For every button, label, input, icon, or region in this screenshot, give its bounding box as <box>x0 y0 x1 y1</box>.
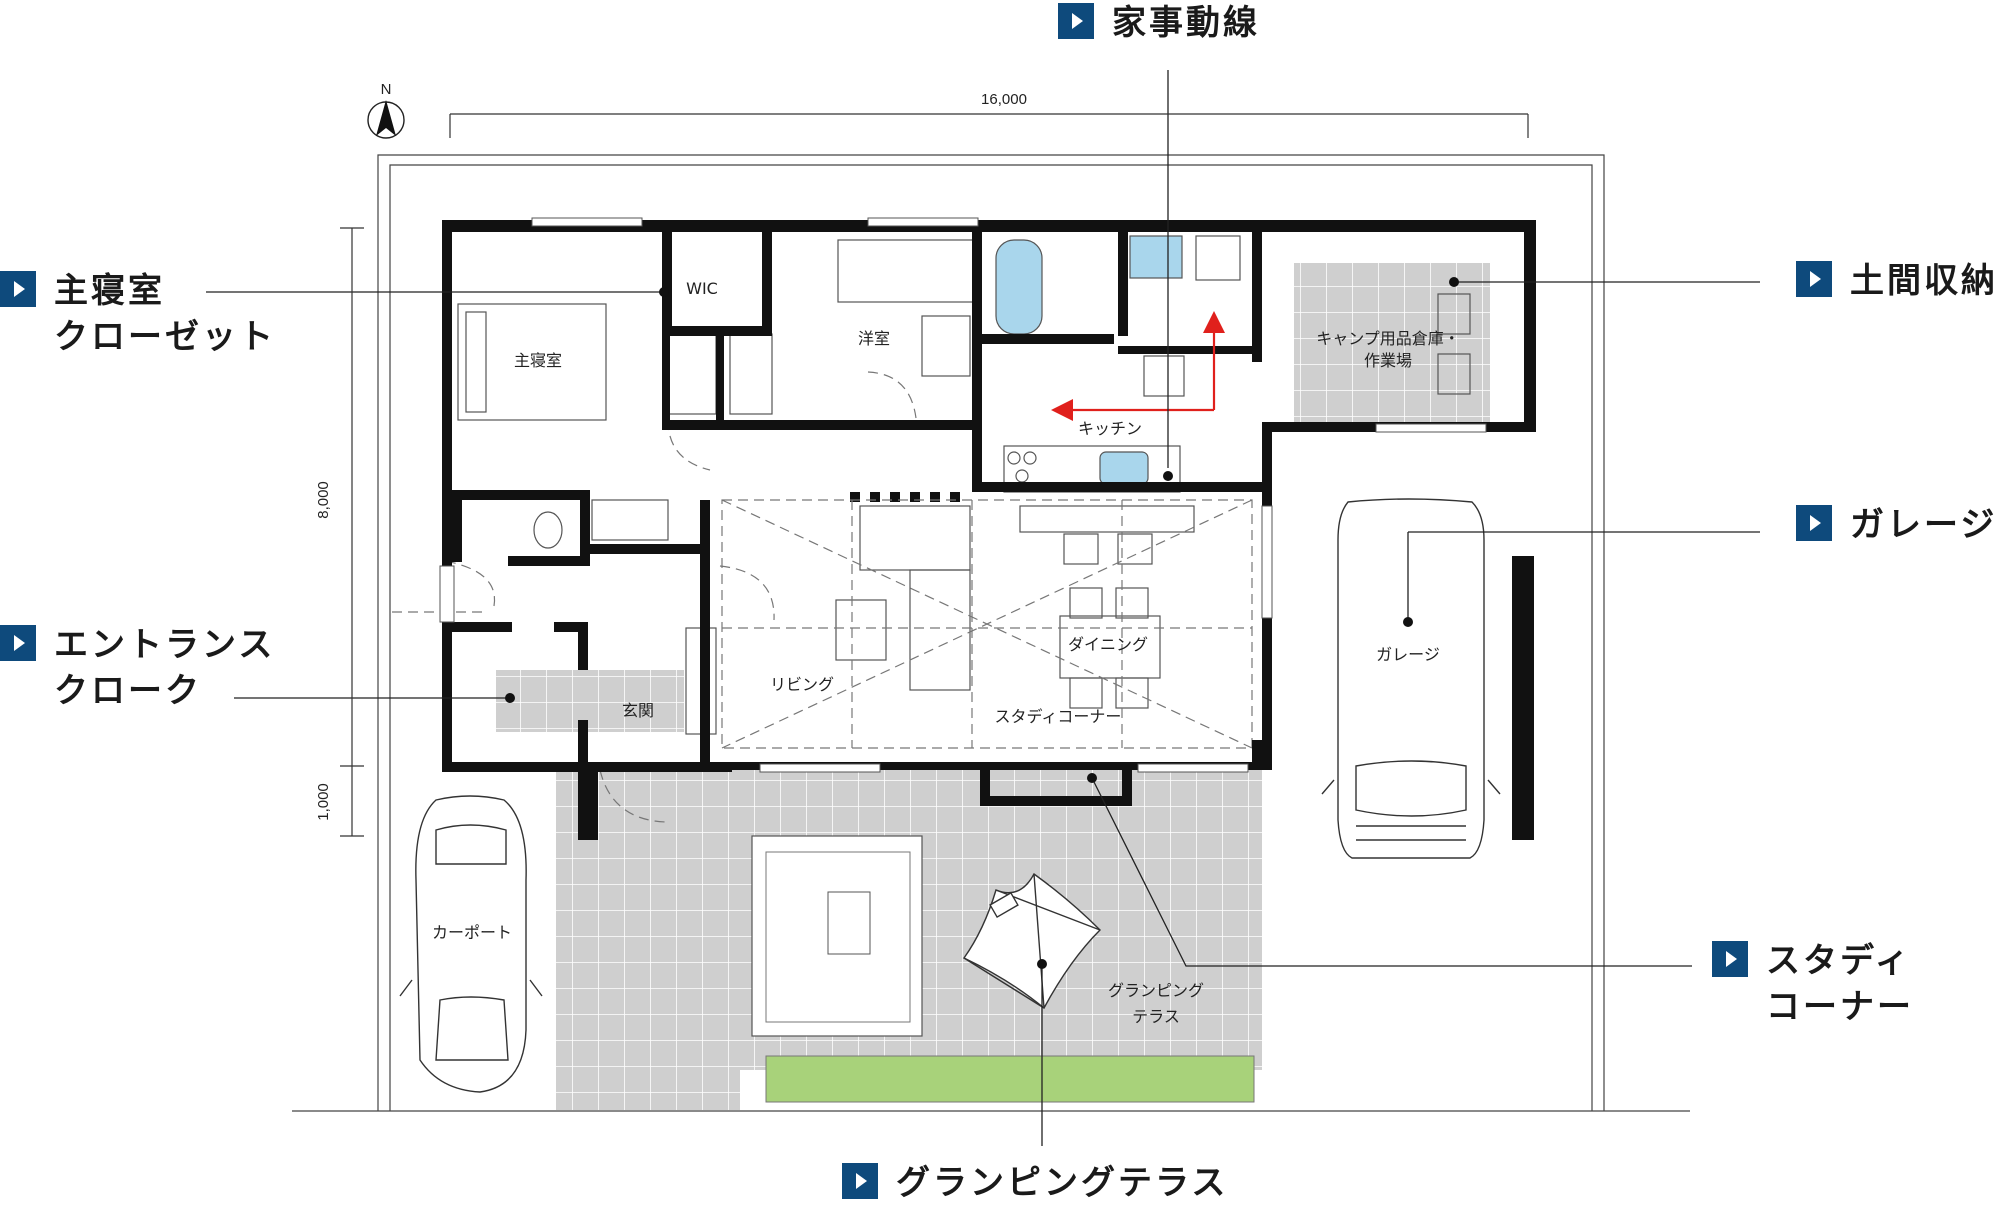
play-icon <box>0 271 36 307</box>
play-icon <box>1796 261 1832 297</box>
callout-housework-flow: 家事動線 <box>1058 0 1260 46</box>
entrance-tiles <box>496 670 684 732</box>
room-entrance: 玄関 <box>622 701 654 720</box>
callout-glamping-terrace-label: グランピングテラス <box>896 1163 1229 1203</box>
room-garage: ガレージ <box>1376 645 1440 664</box>
callout-entrance-cloak-label-1: エントランス <box>54 625 276 665</box>
play-icon <box>1058 3 1094 39</box>
svg-text:N: N <box>381 81 392 98</box>
callout-master-closet: 主寝室 クローゼット <box>0 268 276 360</box>
callout-study-corner: スタディ コーナー <box>1712 938 1914 1030</box>
windows <box>439 217 1487 773</box>
width-dimension: 16,000 <box>981 91 1027 108</box>
room-kitchen: キッチン <box>1078 419 1142 438</box>
callout-study-corner-label-2: コーナー <box>1766 987 1914 1027</box>
room-western: 洋室 <box>858 329 890 348</box>
play-icon <box>1796 505 1832 541</box>
room-camp-storage-2: 作業場 <box>1364 351 1412 370</box>
setback-dimension: 1,000 <box>315 783 332 821</box>
terrace-table <box>827 891 871 955</box>
room-study: スタディコーナー <box>995 707 1122 726</box>
dimension-lines <box>340 113 1529 837</box>
room-dining: ダイニング <box>1068 635 1148 654</box>
callout-entrance-cloak-label-2: クローク <box>54 671 202 711</box>
callout-entrance-cloak: エントランス クローク <box>0 622 275 714</box>
tiled-areas <box>496 263 1490 1110</box>
depth-dimension: 8,000 <box>315 481 332 519</box>
callout-garage-label: ガレージ <box>1850 505 1998 545</box>
room-living: リビング <box>770 675 834 694</box>
callout-master-closet-label-2: クローゼット <box>54 317 276 357</box>
callout-study-corner-label-1: スタディ <box>1766 941 1912 981</box>
camp-storage-tiles <box>1294 263 1490 423</box>
callout-master-closet-label-1: 主寝室 <box>54 271 165 311</box>
room-master-bedroom: 主寝室 <box>514 351 562 370</box>
open-ceiling-lines <box>392 371 1253 823</box>
room-carport: カーポート <box>432 923 512 942</box>
room-terrace-2: テラス <box>1132 1007 1180 1026</box>
room-wic: WIC <box>686 279 718 298</box>
terrace-bed-inner <box>765 851 911 1023</box>
lawn <box>765 1055 1255 1103</box>
room-labels: WIC 主寝室 洋室 キッチン キャンプ用品倉庫・ 作業場 ガレージ 玄関 リビ… <box>432 279 1460 1026</box>
leader-lines <box>206 70 1760 1146</box>
carport-car <box>399 795 543 1093</box>
play-icon <box>0 625 36 661</box>
callout-earthen-storage: 土間収納 <box>1796 258 1998 304</box>
stair-treads <box>850 492 960 502</box>
room-camp-storage-1: キャンプ用品倉庫・ <box>1316 329 1460 348</box>
north-arrow: N <box>367 81 405 139</box>
callout-earthen-storage-label: 土間収納 <box>1850 261 1998 301</box>
callout-glamping-terrace: グランピングテラス <box>842 1160 1228 1206</box>
play-icon <box>842 1163 878 1199</box>
glamping-tent <box>962 872 1101 1010</box>
callout-housework-flow-label: 家事動線 <box>1112 3 1260 43</box>
garage-car <box>1321 498 1501 859</box>
play-icon <box>1712 941 1748 977</box>
callout-garage: ガレージ <box>1796 502 1997 548</box>
flow-arrows <box>1051 311 1225 421</box>
room-terrace-1: グランピング <box>1108 981 1204 1000</box>
leader-dots <box>505 277 1459 969</box>
site-boundary <box>292 154 1690 1112</box>
